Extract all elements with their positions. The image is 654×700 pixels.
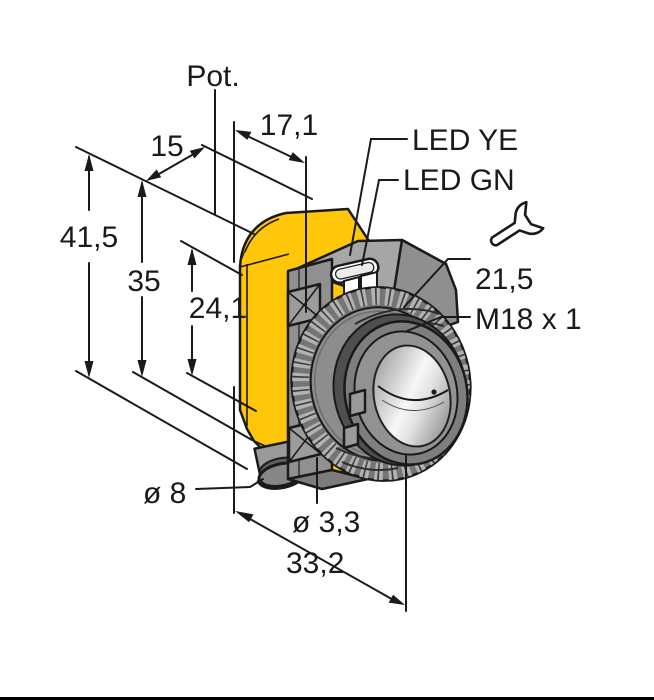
connector-diameter-label: ø 8 — [143, 477, 186, 510]
connector-leader — [195, 478, 264, 490]
page-divider — [0, 697, 654, 700]
dim-body-height: 35 — [127, 180, 161, 377]
thread-leader — [406, 316, 471, 332]
dim-rear-depth-label: 15 — [150, 130, 183, 163]
mounting-hole-diameter-label: ø 3,3 — [292, 506, 360, 539]
dim-total-height-label: 41,5 — [60, 221, 118, 254]
bezel-clamp-tab-top — [348, 388, 367, 418]
pot-label: Pot. — [186, 60, 239, 93]
dim-total-width-label: 33,2 — [286, 547, 344, 580]
dimension-annotations: 41,5 35 24,1 15 — [60, 60, 582, 612]
dim-front-depth: 17,1 — [235, 109, 318, 163]
arrow-down — [84, 361, 94, 378]
led-green-label: LED GN — [403, 164, 515, 197]
extension-lines — [75, 121, 407, 612]
dim-total-height: 41,5 — [60, 154, 118, 378]
dim-rear-depth: 15 — [146, 130, 205, 181]
lens — [372, 344, 452, 448]
dim-front-depth-label: 17,1 — [260, 109, 318, 142]
sensor-body — [238, 207, 472, 491]
thread-size-label: M18 x 1 — [475, 303, 582, 336]
nut-size-label: 21,5 — [475, 263, 533, 296]
led-yellow-label: LED YE — [412, 124, 518, 157]
arrow-up — [84, 154, 94, 171]
dim-axis-height: 24,1 — [187, 248, 247, 376]
led-gn-leader — [361, 179, 399, 266]
nut-size-leader — [403, 258, 471, 308]
dim-axis-height-label: 24,1 — [189, 292, 247, 325]
led-ye-leader — [349, 138, 408, 256]
wrench-icon — [489, 200, 545, 247]
lens-assembly — [332, 313, 469, 467]
dim-body-height-label: 35 — [127, 265, 160, 298]
dim-total-width: 33,2 — [235, 511, 405, 605]
leader-lines — [195, 89, 471, 504]
bezel-clamp-tab-bottom — [342, 422, 360, 450]
lens-split-line — [377, 385, 449, 402]
